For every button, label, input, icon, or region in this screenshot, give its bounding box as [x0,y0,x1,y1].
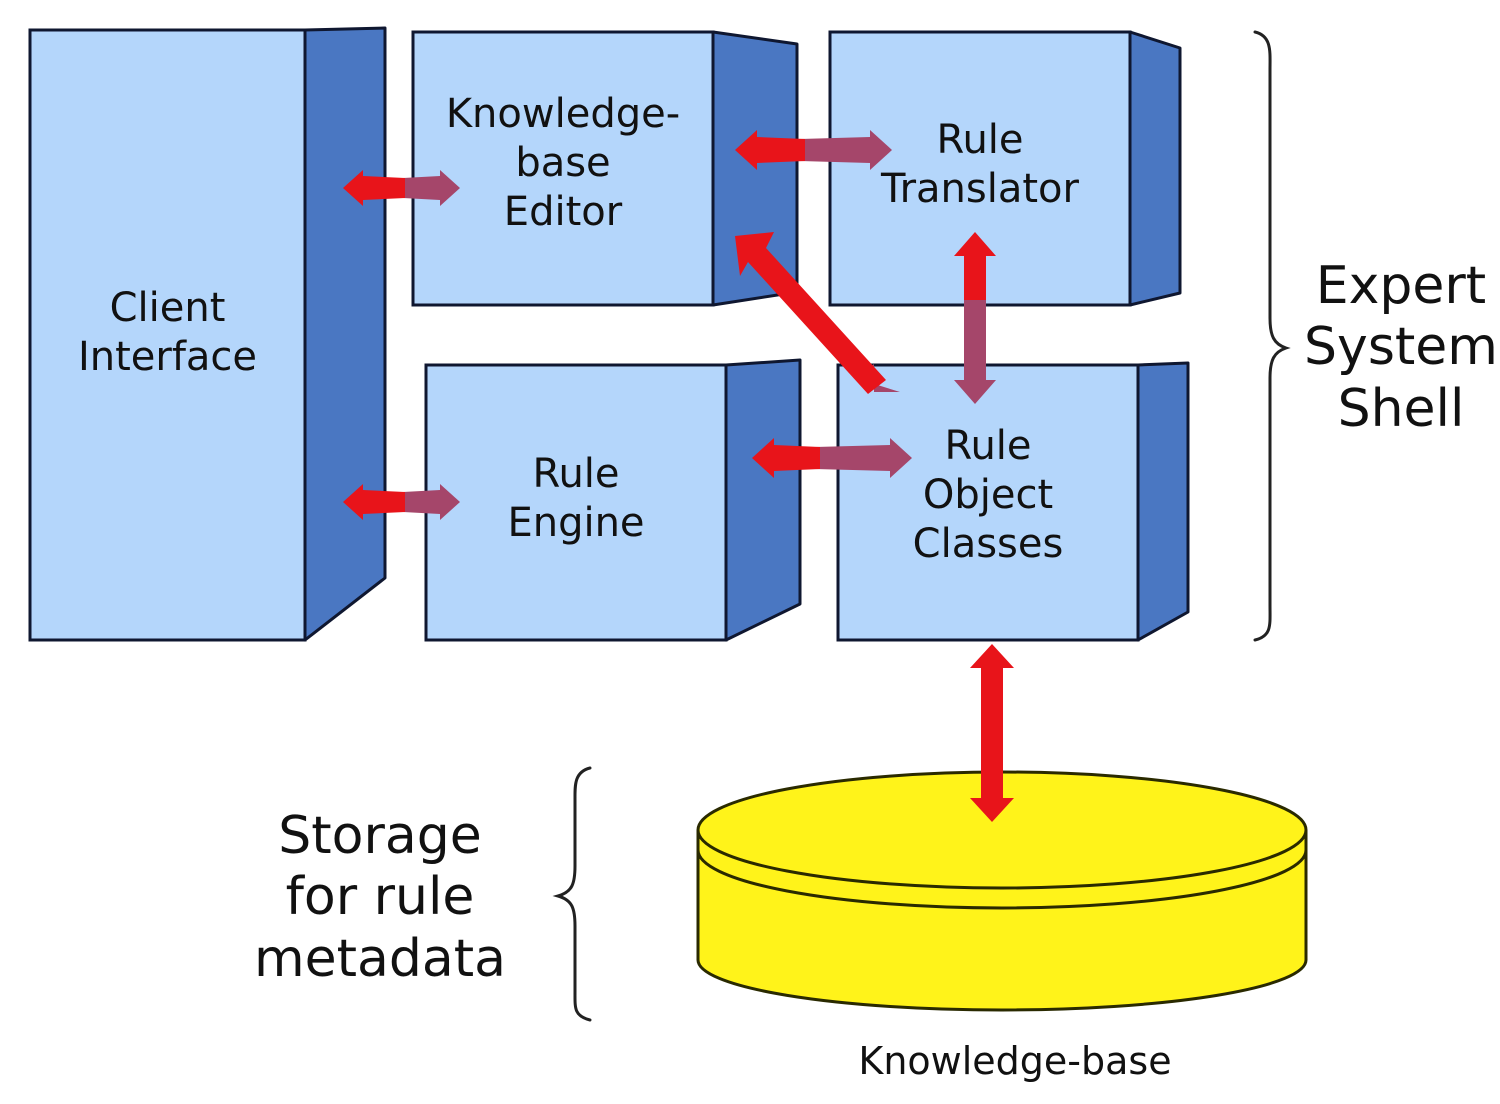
arrow-rule-engine-to-rule-object-classes [752,438,912,478]
rule-engine-box [424,358,802,642]
knowledge-base-cylinder [696,770,1308,1012]
arrow-kb-editor-to-rule-object-classes [735,232,900,394]
storage-brace [552,766,592,1022]
rule-translator-box [828,30,1182,307]
expert-system-shell-brace [1253,30,1291,642]
rule-object-classes-box [836,361,1190,642]
kb-editor-box [411,30,799,307]
arrow-client-to-rule-engine [343,484,460,520]
arrow-client-to-kb-editor [343,170,460,206]
client-interface-box [28,26,387,642]
arrow-rule-translator-to-rule-object-classes [954,232,996,404]
arrow-rule-object-classes-to-knowledge-base [970,644,1014,822]
arrow-kb-editor-to-rule-translator [735,130,892,170]
